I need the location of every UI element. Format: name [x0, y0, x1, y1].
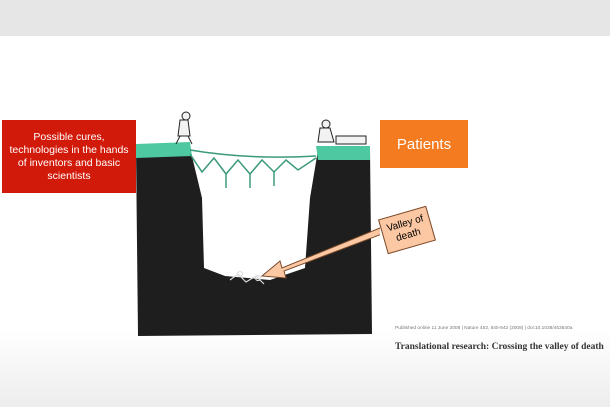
scientist-figure	[175, 111, 193, 145]
patient-figure	[317, 119, 367, 145]
inventors-label: Possible cures, technologies in the hand…	[2, 120, 136, 193]
left-cliff-top	[136, 142, 192, 158]
fallen-figures	[229, 270, 265, 285]
valley-of-death-label: Valley of death	[378, 205, 436, 255]
cliff-mass	[136, 148, 372, 336]
top-bar	[0, 0, 610, 36]
citation: Published online 11 June 2008 | Nature 4…	[395, 326, 607, 353]
bridge	[189, 149, 317, 188]
patients-label: Patients	[380, 120, 468, 168]
citation-title: Translational research: Crossing the val…	[395, 342, 604, 352]
citation-meta: Published online 11 June 2008 | Nature 4…	[395, 326, 573, 331]
bottom-fade	[0, 330, 610, 407]
valley-illustration	[136, 111, 380, 336]
right-cliff-top	[316, 146, 370, 160]
valley-arrow	[260, 227, 380, 279]
